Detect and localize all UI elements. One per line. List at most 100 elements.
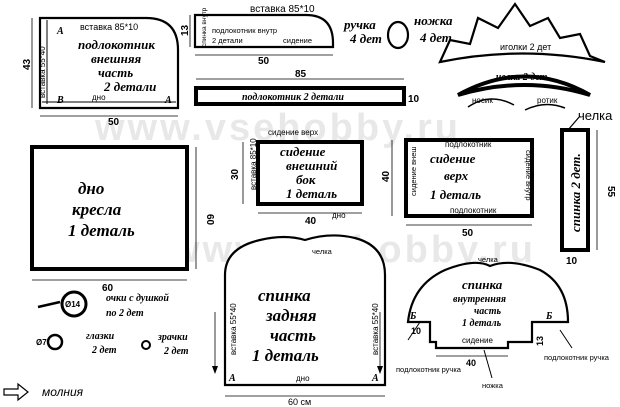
piece-armrest-strip: подлокотник 2 детали 85 10 [194,69,420,106]
armrest-inner-line2: 2 детали [212,36,243,45]
back-rear-right-label: вставка 55*40 [371,303,380,355]
leg-line1: ножка [414,13,453,28]
piece-leg: ножка 4 дет [386,13,453,50]
crown-mouth-label: ротик [537,96,558,105]
back-rear-left-label: вставка 55*40 [229,303,238,355]
crown-bang-label: челка 2 дет [496,72,548,83]
armrest-strip-label: подлокотник 2 детали [242,92,344,103]
legend-zipper-label: молния [42,385,84,399]
seat-outer-dim-h: 30 [230,168,241,180]
piece-armrest-outer: вставка 85*10 вставка 55*40 А А В подлок… [22,16,180,128]
piece-pupils: зрачки 2 дет [141,332,189,357]
seat-top-line2: верх [444,168,469,183]
armrest-strip-dim-w: 85 [295,69,307,80]
eyes-line1: очки с душкой [106,293,169,304]
armrest-outer-corner-a2: А [164,95,172,106]
back-rear-top-label: челка [312,247,333,256]
armrest-outer-line3: часть [98,65,133,80]
seat-outer-line3: бок [296,172,316,187]
seat-outer-line1: сидение [280,144,326,159]
back-strip-top-label: челка [578,108,613,123]
seat-outer-top-label: сидение верх [268,128,318,137]
back-inner-dim-13: 13 [535,336,545,346]
armrest-inner-seat-label: сидение [283,36,312,45]
bottom-line2: кресла [72,200,122,219]
seat-outer-line2: внешний [286,158,337,173]
crown-needle-label: иголки 2 дет [500,42,551,52]
seat-top-right-label: сидение внутр [524,150,533,201]
back-strip-dim-w: 10 [566,256,578,267]
armrest-inner-line1: подлокотник внутр [212,26,277,35]
piece-eyeballs: Ø7 глазки 2 дет [36,331,117,356]
seat-top-line3: 1 деталь [430,187,481,202]
back-inner-dim-40: 40 [466,358,476,368]
eyeballs-code: Ø7 [36,338,47,347]
back-inner-line4: 1 деталь [462,318,502,329]
piece-back-inner: челка спинка внутренняя часть 1 деталь Б… [396,255,610,390]
piece-seat-top: подлокотник сидение внеш сидение внутр с… [381,138,534,239]
eyeballs-line1: глазки [86,331,115,342]
back-inner-callout-left: подлокотник ручка [396,365,462,374]
piece-bottom: дно кресла 1 деталь 60 60 [30,145,215,294]
armrest-outer-line4: 2 детали [103,79,156,94]
seat-top-top-label: подлокотник [445,140,492,149]
armrest-strip-dim-h: 10 [408,94,420,105]
seat-top-dim-h: 40 [381,170,392,182]
piece-eyes: Ø14 очки с душкой по 2 дет [37,290,169,319]
back-inner-dim-10: 10 [411,326,421,336]
bottom-dim-w: 60 [102,283,114,294]
piece-back-rear: челка вставка 55*40 вставка 55*40 спинка… [212,234,387,407]
back-rear-line4: 1 деталь [252,346,319,365]
armrest-inner-dim-h: 13 [180,24,191,36]
legend-zipper: молния [3,382,84,402]
armrest-outer-side-label: вставка 55*40 [38,46,47,98]
armrest-outer-dim-w: 50 [108,117,120,128]
seat-outer-side-label: вставка 85*10 [249,138,258,190]
back-inner-top-label: челка [478,255,499,264]
eyes-code: Ø14 [65,300,81,309]
armrest-outer-corner-b: В [56,95,64,106]
piece-armrest-inner: вставка 85*10 спинка внутр подлокотник в… [180,4,335,67]
bottom-line3: 1 деталь [68,221,135,240]
back-inner-callout-right: подлокотник ручка [544,353,610,362]
seat-outer-bottom-label: дно [332,211,346,220]
back-inner-line2: внутренняя [453,294,506,305]
seat-top-dim-w: 50 [462,228,474,239]
back-inner-corner-b1: Б [409,311,417,322]
handle-line1: ручка [343,17,376,32]
back-strip-dim-h: 55 [605,186,616,198]
arrow-right-outline-icon [3,382,29,402]
eyeballs-line2: 2 дет [91,345,117,356]
pupils-line1: зрачки [157,332,188,343]
armrest-outer-dim-h: 43 [22,58,33,70]
armrest-outer-line2: внешняя [91,51,142,66]
back-rear-corner-a2: А [371,373,379,384]
piece-handle: ручка 4 дет [343,17,382,46]
handle-line2: 4 дет [349,31,382,46]
piece-crown: иголки 2 дет челка 2 дет носик ротик [438,2,606,111]
seat-top-bottom-label: подлокотник [450,206,497,215]
eyes-line2: по 2 дет [106,308,144,319]
piece-back-strip: челка спинка 2 дет. 55 10 [560,108,616,267]
crown-nose-label: носик [472,96,493,105]
back-strip-label: спинка 2 дет. [568,153,583,232]
armrest-outer-bottom-label: дно [92,93,106,102]
seat-outer-dim-w: 40 [305,216,317,227]
back-rear-dim-w: 60 см [288,397,311,407]
armrest-inner-dim-w: 50 [258,56,270,67]
piece-seat-outer-side: сидение верх вставка 85*10 сидение внешн… [230,128,364,227]
back-inner-seat-label: сидение [462,336,493,345]
armrest-outer-line1: подлокотник [78,37,155,52]
seat-top-left-label: сидение внеш [409,147,418,196]
leg-line2: 4 дет [419,30,452,45]
armrest-outer-top-label: вставка 85*10 [80,22,138,32]
back-rear-line3: часть [270,326,316,345]
armrest-outer-corner-a1: А [56,26,64,37]
seat-outer-line4: 1 деталь [286,186,337,201]
seat-top-line1: сидение [430,151,476,166]
back-inner-line1: спинка [462,277,503,292]
back-inner-corner-b2: Б [545,311,553,322]
back-rear-bottom-label: дно [296,374,310,383]
bottom-line1: дно [78,179,104,198]
